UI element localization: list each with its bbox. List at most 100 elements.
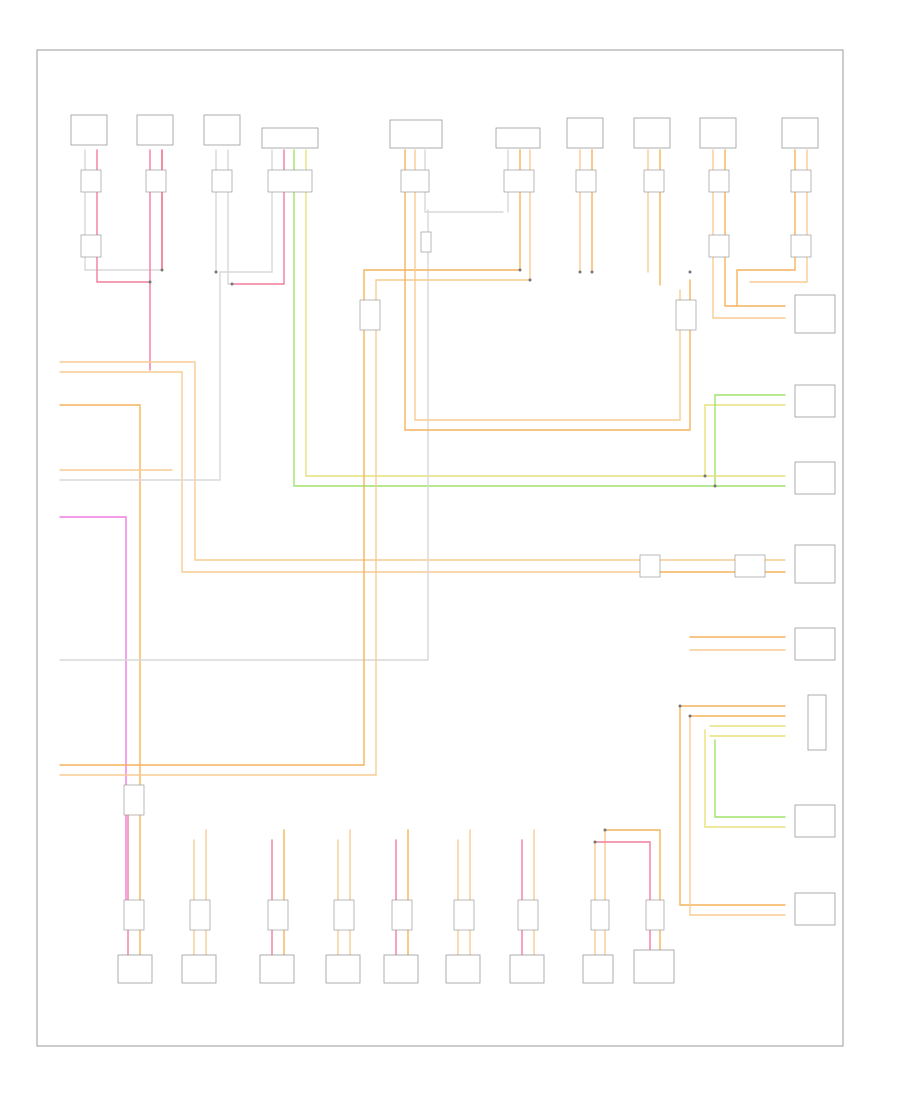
component-box [794, 804, 836, 838]
wire [96, 149, 151, 366]
wire [714, 739, 786, 818]
inline-connector [189, 899, 211, 931]
wire [231, 149, 285, 285]
inline-connector [420, 231, 432, 253]
component-box [325, 954, 361, 984]
splice [688, 714, 692, 718]
splice [148, 280, 152, 284]
splice [703, 474, 707, 478]
wire [59, 371, 651, 573]
component-box [203, 114, 241, 146]
inline-connector [639, 554, 661, 578]
inline-connector [211, 169, 233, 193]
inline-connector [391, 899, 413, 931]
component-box [509, 954, 545, 984]
splice [678, 704, 682, 708]
inline-connector [145, 169, 167, 193]
inline-connector [503, 169, 535, 193]
inline-connector [575, 169, 597, 193]
wire [59, 269, 521, 766]
inline-connector [123, 784, 145, 816]
wire [604, 829, 661, 956]
splice [160, 268, 164, 272]
inline-connector [790, 234, 812, 258]
component-box [261, 127, 319, 149]
inline-connector [675, 299, 697, 331]
inline-connector [517, 899, 539, 931]
inline-connector [267, 169, 313, 193]
wire [59, 279, 531, 776]
inline-connector [267, 899, 289, 931]
component-box [781, 117, 819, 149]
wire [704, 729, 786, 828]
wire [594, 841, 651, 956]
component-box [794, 384, 836, 418]
wire-group [59, 149, 808, 956]
wire [712, 149, 786, 319]
diagram-border [36, 49, 844, 1047]
inline-connector [400, 169, 430, 193]
connector-group [80, 169, 812, 931]
splice [593, 840, 597, 844]
wire [689, 715, 786, 916]
component-box [495, 127, 541, 149]
splice-group [148, 268, 717, 844]
component-box [181, 954, 217, 984]
wire [424, 149, 504, 213]
splice [214, 270, 218, 274]
wire [679, 705, 786, 717]
inline-connector [333, 899, 355, 931]
top-components [70, 114, 819, 149]
inline-connector [643, 169, 665, 193]
inline-connector [645, 899, 665, 931]
inline-connector [734, 554, 766, 578]
component-box [633, 949, 675, 984]
wire [59, 516, 127, 911]
inline-connector [590, 899, 610, 931]
splice [518, 268, 522, 272]
component-box [70, 114, 108, 146]
wire [414, 149, 681, 421]
wire [59, 361, 651, 561]
wire [293, 149, 701, 487]
component-box [566, 117, 604, 149]
wire [679, 705, 786, 906]
component-box [383, 954, 419, 984]
wire [59, 404, 141, 781]
splice [578, 270, 582, 274]
inline-connector [453, 899, 475, 931]
component-box [389, 119, 443, 149]
component-box [794, 294, 836, 334]
inline-connector [80, 234, 102, 258]
inline-connector [790, 169, 812, 193]
wire [59, 209, 429, 661]
component-box [794, 627, 836, 661]
wire [749, 149, 808, 283]
wire [724, 149, 786, 307]
splice [603, 828, 607, 832]
component-box [794, 544, 836, 584]
component-box [259, 954, 295, 984]
component-box [633, 117, 671, 149]
wire [709, 725, 786, 737]
component-box [807, 694, 827, 751]
splice [688, 270, 692, 274]
splice [713, 484, 717, 488]
component-box [445, 954, 481, 984]
right-components [794, 294, 836, 926]
inline-connector [359, 299, 381, 331]
splice [230, 282, 234, 286]
component-box [794, 892, 836, 926]
bottom-components [117, 949, 675, 984]
wire [305, 149, 701, 477]
component-box [117, 954, 153, 984]
component-box [582, 954, 614, 984]
inline-connector [708, 234, 730, 258]
inline-connector [708, 169, 730, 193]
wire [404, 149, 691, 431]
wire [736, 149, 796, 307]
component-box [136, 114, 174, 146]
component-box [794, 461, 836, 495]
component-box [699, 117, 737, 149]
